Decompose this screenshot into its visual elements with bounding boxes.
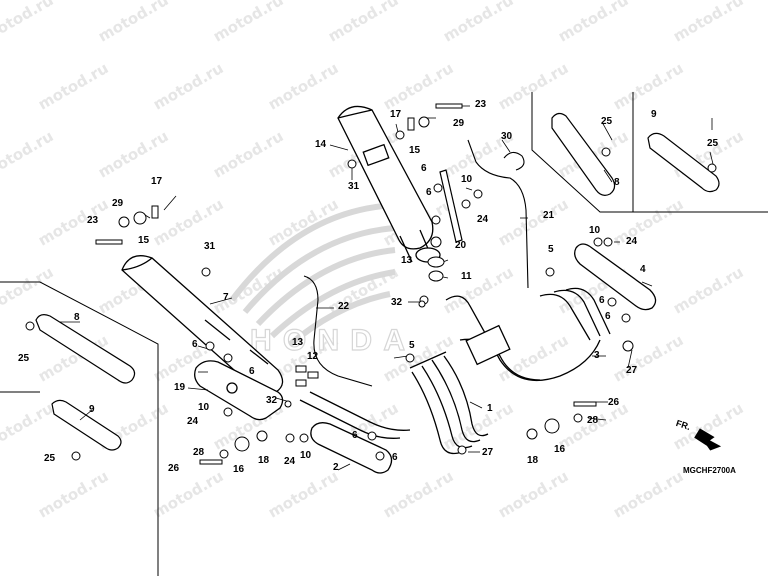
callout-32b: 32 <box>266 395 278 406</box>
callout-3: 3 <box>594 350 600 361</box>
heat-guard-lower <box>310 422 393 474</box>
callout-17a: 17 <box>390 109 402 120</box>
callout-16a: 16 <box>554 444 566 455</box>
callout-9b: 9 <box>89 404 95 415</box>
fasteners <box>25 103 717 465</box>
callout-9a: 9 <box>651 109 657 120</box>
callout-6f: 6 <box>249 366 255 377</box>
callout-23a: 23 <box>475 99 487 110</box>
callout-6c: 6 <box>599 295 605 306</box>
sensor-wires <box>303 139 529 387</box>
callout-26a: 26 <box>608 397 620 408</box>
callout-5b: 5 <box>409 340 415 351</box>
callout-18b: 18 <box>258 455 270 466</box>
callout-25d: 25 <box>44 453 56 464</box>
heat-guard-left <box>194 360 284 421</box>
callout-15b: 15 <box>138 235 150 246</box>
band-strap <box>439 169 463 243</box>
callout-8b: 8 <box>74 312 80 323</box>
callout-24a: 24 <box>477 214 489 225</box>
callout-10d: 10 <box>300 450 312 461</box>
muffler-right <box>337 105 441 263</box>
callout-29a: 29 <box>453 118 465 129</box>
callout-4: 4 <box>640 264 646 275</box>
callout-28a: 28 <box>587 415 599 426</box>
callout-6a: 6 <box>421 163 427 174</box>
callout-17b: 17 <box>151 176 163 187</box>
callout-25c: 25 <box>18 353 30 364</box>
callout-32a: 32 <box>391 297 403 308</box>
heat-guard-right <box>574 243 657 311</box>
callout-5a: 5 <box>548 244 554 255</box>
callout-12: 12 <box>307 351 319 362</box>
callout-13b: 13 <box>292 337 304 348</box>
callout-24d: 24 <box>284 456 296 467</box>
callout-6e: 6 <box>192 339 198 350</box>
callout-31b: 31 <box>204 241 216 252</box>
honda-logo-text: HONDA <box>250 324 405 357</box>
callout-10c: 10 <box>198 402 210 413</box>
callout-24c: 24 <box>187 416 199 427</box>
stay-plates <box>35 112 720 451</box>
callout-27a: 27 <box>626 365 638 376</box>
callout-6d: 6 <box>605 311 611 322</box>
callout-27b: 27 <box>482 447 494 458</box>
honda-wing-logo <box>229 202 396 349</box>
callout-10b: 10 <box>589 225 601 236</box>
callout-28b: 28 <box>193 447 205 458</box>
callout-21: 21 <box>543 210 555 221</box>
callout-20: 20 <box>455 240 467 251</box>
callout-31a: 31 <box>348 181 360 192</box>
callout-30: 30 <box>501 131 513 142</box>
callout-6g: 6 <box>352 430 358 441</box>
diagram-code: MGCHF2700A <box>683 466 736 475</box>
callout-25b: 25 <box>707 138 719 149</box>
inset-frames <box>0 92 768 576</box>
callout-7: 7 <box>223 292 229 303</box>
callout-16b: 16 <box>233 464 245 475</box>
callout-23b: 23 <box>87 215 99 226</box>
callout-10a: 10 <box>461 174 473 185</box>
callout-11: 11 <box>461 271 472 282</box>
callout-15a: 15 <box>409 145 421 156</box>
callout-1: 1 <box>487 403 493 414</box>
callout-19: 19 <box>174 382 186 393</box>
callout-14: 14 <box>315 139 327 150</box>
callout-6b: 6 <box>426 187 432 198</box>
callout-13a: 13 <box>401 255 413 266</box>
exhaust-pipes-rear <box>445 287 611 382</box>
callout-25a: 25 <box>601 116 613 127</box>
callout-26b: 26 <box>168 463 180 474</box>
callout-8a: 8 <box>614 177 620 188</box>
callout-2: 2 <box>333 462 339 473</box>
callout-24b: 24 <box>626 236 638 247</box>
callout-18a: 18 <box>527 455 539 466</box>
callout-22: 22 <box>338 301 350 312</box>
callout-29b: 29 <box>112 198 124 209</box>
front-direction-arrow <box>694 428 722 451</box>
callout-6h: 6 <box>392 452 398 463</box>
